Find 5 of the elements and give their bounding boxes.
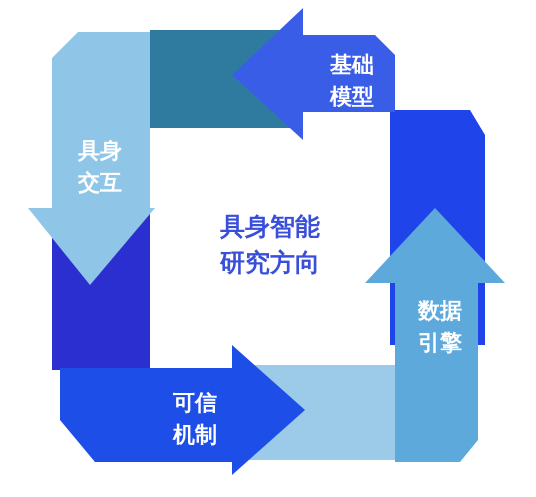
arrow-label: 具身交互 [77, 138, 123, 198]
arrow-label: 数据引擎 [416, 298, 463, 358]
arrow-label: 基础模型 [328, 52, 375, 112]
center-title: 具身智能研究方向 [218, 210, 321, 279]
arrow-label: 可信机制 [172, 390, 218, 450]
